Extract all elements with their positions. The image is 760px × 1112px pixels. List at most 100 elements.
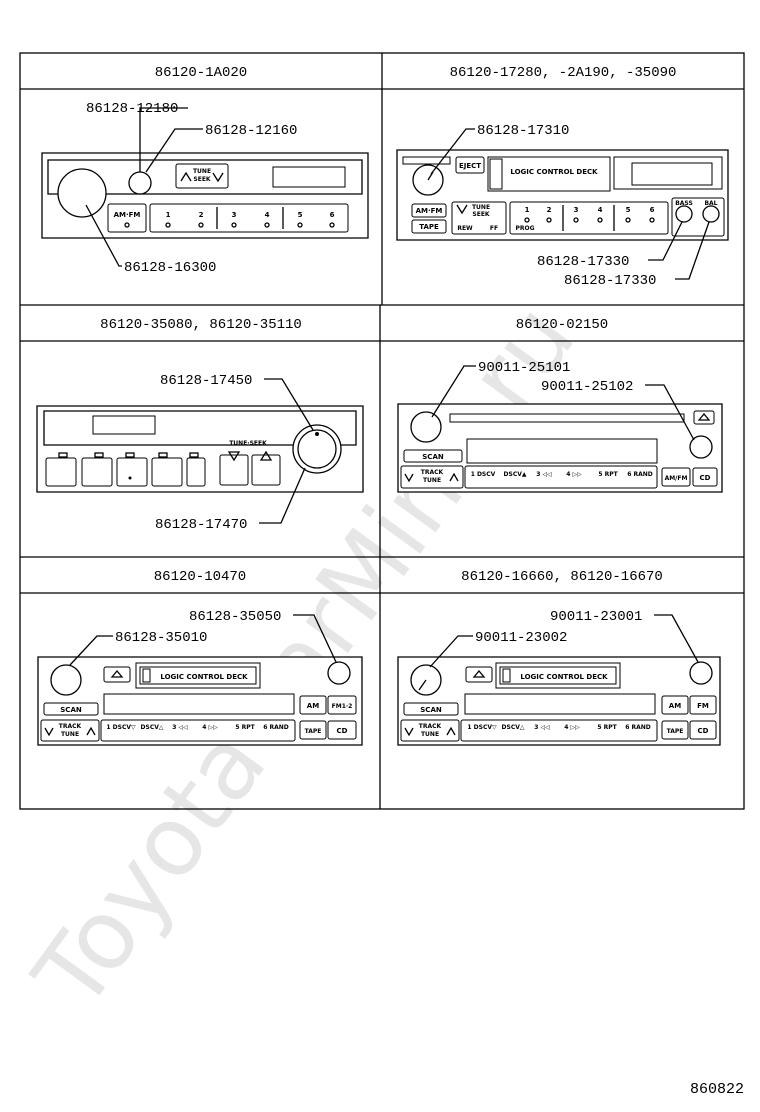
radio-unit-3: TUNE·SEEK 86128-17450 86128-17470 xyxy=(36,373,364,533)
track-label-6: TRACK xyxy=(419,723,442,730)
scan-label-6: SCAN xyxy=(420,706,442,714)
panel-2-header: 86120-17280, -2A190, -35090 xyxy=(450,65,677,81)
eject-button-5[interactable] xyxy=(103,666,131,683)
panel-6-header: 86120-16660, 86120-16670 xyxy=(461,569,663,585)
tune-label-5: TUNE xyxy=(61,731,79,738)
tune-seek-rocker[interactable] xyxy=(175,163,229,189)
track-label-5: TRACK xyxy=(59,723,82,730)
cd-button-6[interactable] xyxy=(689,720,717,740)
tone-knob-5[interactable] xyxy=(327,661,351,685)
radio-unit-4: SCAN TRACK TUNE 1 DSCV DSCV▲ 3 ◁◁ 4 ▷▷ 5… xyxy=(397,360,723,493)
svg-text:2: 2 xyxy=(547,206,552,214)
radio-unit-5: LOGIC CONTROL DECK SCAN TRACK TUNE 1 DSC… xyxy=(37,609,363,746)
tape-label: TAPE xyxy=(419,223,439,231)
tune-label: TUNE xyxy=(193,168,211,175)
svg-text:3 ◁◁: 3 ◁◁ xyxy=(534,724,550,731)
cassette-door[interactable] xyxy=(487,156,611,192)
tape-button-5[interactable] xyxy=(299,720,327,740)
svg-text:4 ▷▷: 4 ▷▷ xyxy=(202,724,218,731)
tape-button[interactable] xyxy=(411,219,447,234)
track-tune-rocker[interactable] xyxy=(400,465,464,489)
ff-label: FF xyxy=(490,225,498,232)
svg-text:5 RPT: 5 RPT xyxy=(235,724,255,731)
callout-90011-25101: 90011-25101 xyxy=(478,360,570,376)
am-button-5[interactable] xyxy=(299,695,327,715)
deck-label-6: LOGIC CONTROL DECK xyxy=(520,673,608,681)
callout-90011-23002: 90011-23002 xyxy=(475,630,567,646)
bass-knob[interactable] xyxy=(675,205,693,223)
scan-button-5[interactable] xyxy=(43,702,99,716)
power-button[interactable] xyxy=(128,171,152,195)
amfm-button-2[interactable] xyxy=(411,203,447,218)
fm-button-6[interactable] xyxy=(689,695,717,715)
fm-button-5[interactable] xyxy=(327,695,357,715)
svg-text:DSCV▲: DSCV▲ xyxy=(504,471,527,478)
top-label-strip xyxy=(402,156,451,165)
preset-bar-6[interactable] xyxy=(460,719,658,742)
svg-text:6 RAND: 6 RAND xyxy=(263,724,289,731)
bal-knob[interactable] xyxy=(702,205,720,223)
radio-unit-1: TUNE SEEK AM·FM 1 2 3 4 5 6 86128-12180 … xyxy=(41,101,369,276)
svg-text:1 DSCV▽: 1 DSCV▽ xyxy=(106,724,136,731)
amfm-button-4[interactable] xyxy=(661,467,691,487)
deck-label: LOGIC CONTROL DECK xyxy=(510,168,598,176)
scan-button[interactable] xyxy=(403,449,463,463)
radio-unit-6: LOGIC CONTROL DECK SCAN TRACK TUNE 1 DSC… xyxy=(397,609,721,746)
preset-labels-5: 1 DSCV▽ DSCV△ 3 ◁◁ 4 ▷▷ 5 RPT 6 RAND xyxy=(106,724,288,731)
eject-button-4[interactable] xyxy=(693,410,715,425)
tape-label-5: TAPE xyxy=(305,728,322,735)
preset-labels-4: 1 DSCV DSCV▲ 3 ◁◁ 4 ▷▷ 5 RPT 6 RAND xyxy=(471,471,653,478)
amfm-label-2: AM·FM xyxy=(416,207,443,215)
scan-button-6[interactable] xyxy=(403,702,459,716)
svg-text:1 DSCV: 1 DSCV xyxy=(471,471,496,478)
display-window-4 xyxy=(466,438,658,464)
svg-text:6: 6 xyxy=(650,206,655,214)
svg-text:DSCV△: DSCV△ xyxy=(141,724,164,731)
callout-90011-23001: 90011-23001 xyxy=(550,609,642,625)
tone-knob-4[interactable] xyxy=(689,435,713,459)
track-tune-rocker-5[interactable] xyxy=(40,719,100,742)
svg-text:5: 5 xyxy=(626,206,631,214)
svg-text:5 RPT: 5 RPT xyxy=(598,471,618,478)
panel-5-header: 86120-10470 xyxy=(154,569,246,585)
volume-knob-4[interactable] xyxy=(410,411,442,443)
am-button-6[interactable] xyxy=(661,695,689,715)
svg-text:4 ▷▷: 4 ▷▷ xyxy=(566,471,582,478)
preset-bar-4[interactable] xyxy=(464,465,658,489)
tape-label-6: TAPE xyxy=(667,728,684,735)
tape-button-6[interactable] xyxy=(661,720,689,740)
preset-labels: 1 2 3 4 5 6 xyxy=(166,211,335,219)
svg-text:1 DSCV▽: 1 DSCV▽ xyxy=(467,724,497,731)
svg-text:6: 6 xyxy=(330,211,335,219)
svg-text:PROG: PROG xyxy=(515,225,534,232)
cd-button-4[interactable] xyxy=(692,467,718,487)
preset-labels-6: 1 DSCV▽ DSCV△ 3 ◁◁ 4 ▷▷ 5 RPT 6 RAND xyxy=(467,724,650,731)
svg-text:6 RAND: 6 RAND xyxy=(627,471,653,478)
eject-button[interactable] xyxy=(455,156,485,174)
tune-seek-rew-ff[interactable] xyxy=(451,201,507,235)
tune-down-button[interactable] xyxy=(219,454,249,486)
amfm-label: AM·FM xyxy=(114,211,141,219)
eject-button-6[interactable] xyxy=(465,666,493,683)
volume-knob[interactable] xyxy=(57,168,107,218)
svg-text:1: 1 xyxy=(166,211,171,219)
callout-86128-16300: 86128-16300 xyxy=(124,260,216,276)
bass-label: BASS xyxy=(675,200,693,207)
svg-text:3 ◁◁: 3 ◁◁ xyxy=(172,724,188,731)
svg-text:3: 3 xyxy=(574,206,579,214)
tune-up-button[interactable] xyxy=(251,454,281,486)
amfm-button[interactable] xyxy=(107,203,147,233)
callout-90011-25102: 90011-25102 xyxy=(541,379,633,395)
eject-label: EJECT xyxy=(459,162,481,170)
track-tune-rocker-6[interactable] xyxy=(400,719,460,742)
tone-knob-6[interactable] xyxy=(689,661,713,685)
volume-knob-5[interactable] xyxy=(50,664,82,696)
preset-bar-2[interactable] xyxy=(509,201,669,235)
panel-3-header: 86120-35080, 86120-35110 xyxy=(100,317,302,333)
preset-buttons-3[interactable] xyxy=(45,452,206,487)
cd-button-5[interactable] xyxy=(327,720,357,740)
preset-bar-5[interactable] xyxy=(100,719,296,742)
svg-text:5: 5 xyxy=(298,211,303,219)
svg-text:DSCV△: DSCV△ xyxy=(502,724,525,731)
preset-bar[interactable] xyxy=(149,203,349,233)
